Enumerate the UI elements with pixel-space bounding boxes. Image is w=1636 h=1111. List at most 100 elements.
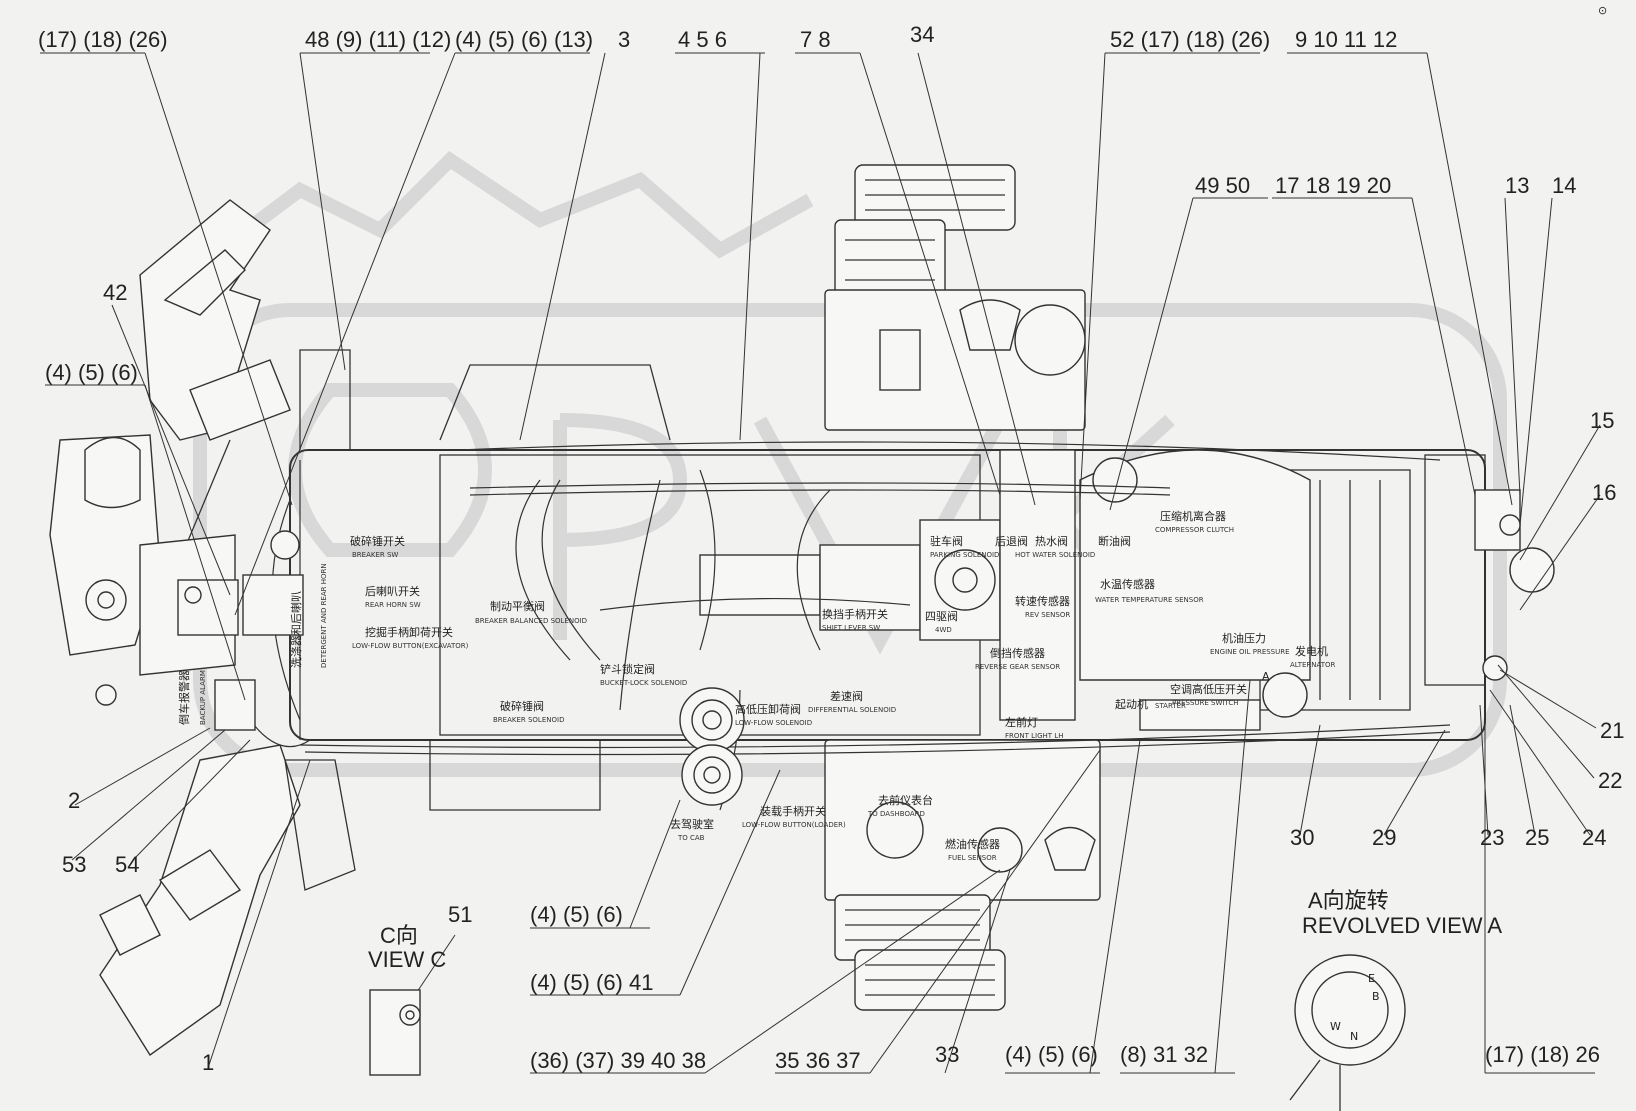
callout-bottom-8: (17) (18) 26 bbox=[1485, 1042, 1600, 1067]
view-a-cn: A向旋转 bbox=[1308, 888, 1389, 913]
label-front-light-cn: 左前灯 bbox=[1005, 715, 1038, 729]
callouts-bottom: (4) (5) (6) (4) (5) (6) 41 (36) (37) 39 … bbox=[448, 902, 1600, 1073]
label-balanced-solenoid-cn: 制动平衡阀 bbox=[490, 599, 545, 613]
label-oil-pressure-cn: 机油压力 bbox=[1222, 631, 1266, 645]
component-labels: 破碎锤开关 BREAKER SW 后喇叭开关 REAR HORN SW 挖掘手柄… bbox=[177, 509, 1336, 862]
callout-right-4: 22 bbox=[1598, 768, 1622, 793]
label-dashboard-en: TO DASHBOARD bbox=[867, 810, 925, 818]
callout-top-7: 34 bbox=[910, 22, 934, 47]
label-rev-sensor-cn: 转速传感器 bbox=[1015, 594, 1070, 608]
label-detergent-en: DETERGENT AND REAR HORN bbox=[320, 563, 328, 668]
label-compressor-en: COMPRESSOR CLUTCH bbox=[1155, 526, 1234, 534]
label-reverse-gear-en: REVERSE GEAR SENSOR bbox=[975, 663, 1060, 671]
label-breaker-sw-en: BREAKER SW bbox=[352, 551, 398, 559]
label-low-flow-excavator-cn: 挖掘手柄卸荷开关 bbox=[365, 625, 453, 639]
callout-right-2: 16 bbox=[1592, 480, 1616, 505]
label-rev-sensor-en: REV SENSOR bbox=[1025, 611, 1070, 619]
callouts-right: 15 16 21 22 24 23 25 29 30 bbox=[1290, 408, 1624, 850]
label-starter-en: STARTER bbox=[1155, 702, 1186, 710]
callout-left-4: 53 bbox=[62, 852, 86, 877]
callout-top-13: 14 bbox=[1552, 173, 1576, 198]
label-hot-water-en: HOT WATER SOLENOID bbox=[1015, 551, 1095, 559]
callout-bottom-3: (36) (37) 39 40 38 bbox=[530, 1048, 706, 1073]
label-stop-solenoid-cn: 断油阀 bbox=[1098, 534, 1131, 548]
rear-right-components bbox=[1474, 489, 1555, 681]
callout-top-5: 4 5 6 bbox=[678, 27, 727, 52]
view-a-terminal-n: N bbox=[1350, 1030, 1358, 1043]
callout-bottom-6: (4) (5) (6) bbox=[1005, 1042, 1098, 1067]
label-rear-horn-sw-en: REAR HORN SW bbox=[365, 601, 421, 609]
label-bucket-lock-cn: 铲斗锁定阀 bbox=[600, 662, 655, 676]
label-backup-alarm-cn: 倒车报警器 bbox=[177, 670, 191, 725]
callout-bottom-9: 51 bbox=[448, 902, 472, 927]
label-to-cab-en: TO CAB bbox=[677, 834, 705, 842]
view-c: C向 VIEW C bbox=[368, 923, 446, 1076]
callout-bottom-2: (4) (5) (6) 41 bbox=[530, 970, 653, 995]
callout-right-3: 21 bbox=[1600, 718, 1624, 743]
callout-top-4: 3 bbox=[618, 27, 630, 52]
callout-right-5: 24 bbox=[1582, 825, 1606, 850]
callout-top-2: 48 (9) (11) (12) bbox=[305, 27, 451, 52]
label-compressor-cn: 压缩机离合器 bbox=[1160, 509, 1226, 523]
label-breaker-solenoid-cn: 破碎锤阀 bbox=[500, 699, 544, 713]
view-a: A向旋转 REVOLVED VIEW A E B W N bbox=[1289, 888, 1502, 1111]
label-reverse-gear-cn: 倒挡传感器 bbox=[990, 646, 1045, 660]
label-hot-water-cn: 热水阀 bbox=[1035, 534, 1068, 548]
label-parking-en: PARKING SOLENOID bbox=[930, 551, 999, 559]
coil-stack bbox=[679, 687, 745, 806]
callout-top-8: 52 (17) (18) (26) bbox=[1110, 27, 1270, 52]
label-parking-cn: 驻车阀 bbox=[930, 534, 963, 548]
callout-top-12: 13 bbox=[1505, 173, 1529, 198]
callout-bottom-5: 33 bbox=[935, 1042, 959, 1067]
callout-right-9: 30 bbox=[1290, 825, 1314, 850]
label-differential-en: DIFFERENTIAL SOLENOID bbox=[808, 706, 896, 714]
label-bucket-lock-en: BUCKET-LOCK SOLENOID bbox=[600, 679, 687, 687]
callout-left-5: 54 bbox=[115, 852, 139, 877]
callout-right-7: 25 bbox=[1525, 825, 1549, 850]
rear-horn-box bbox=[242, 530, 304, 636]
callout-left-3: 2 bbox=[68, 788, 80, 813]
callouts-top: (17) (18) (26) 48 (9) (11) (12) (4) (5) … bbox=[38, 22, 1576, 198]
cab-step-top bbox=[824, 164, 1086, 431]
view-a-en: REVOLVED VIEW A bbox=[1302, 913, 1502, 938]
callout-right-1: 15 bbox=[1590, 408, 1614, 433]
callout-top-1: (17) (18) (26) bbox=[38, 27, 168, 52]
view-a-terminal-b: B bbox=[1372, 990, 1380, 1003]
callout-bottom-4: 35 36 37 bbox=[775, 1048, 861, 1073]
label-oil-pressure-en: ENGINE OIL PRESSURE bbox=[1210, 648, 1290, 656]
engine-block bbox=[1079, 449, 1311, 731]
leader-lines bbox=[40, 52, 1601, 1074]
label-differential-cn: 差速阀 bbox=[830, 689, 863, 703]
callouts-left: 42 (4) (5) (6) 2 53 54 1 bbox=[45, 280, 214, 1075]
callout-bottom-1: (4) (5) (6) bbox=[530, 902, 623, 927]
callout-top-9: 9 10 11 12 bbox=[1295, 27, 1397, 52]
callout-top-6: 7 8 bbox=[800, 27, 831, 52]
label-balanced-solenoid-en: BREAKER BALANCED SOLENOID bbox=[475, 617, 587, 625]
label-backup-alarm-en: BACKUP ALARM bbox=[199, 670, 207, 725]
label-low-flow-solenoid-en: LOW-FLOW SOLENOID bbox=[735, 719, 812, 727]
point-a-marker: A bbox=[1262, 670, 1270, 683]
label-fuel-sensor-cn: 燃油传感器 bbox=[945, 837, 1000, 851]
callout-top-11: 17 18 19 20 bbox=[1275, 173, 1391, 198]
label-detergent-cn: 洗涤器和后喇叭 bbox=[289, 591, 303, 668]
view-c-cn: C向 bbox=[380, 923, 418, 948]
callout-left-1: 42 bbox=[103, 280, 127, 305]
label-4wd-en: 4WD bbox=[935, 626, 952, 634]
label-fuel-sensor-en: FUEL SENSOR bbox=[948, 854, 997, 862]
label-front-light-en: FRONT LIGHT LH bbox=[1005, 732, 1063, 740]
view-a-terminal-e: E bbox=[1368, 972, 1375, 985]
cab-step-bottom bbox=[824, 739, 1101, 1011]
corner-mark: ⊙ bbox=[1598, 4, 1607, 17]
callout-top-10: 49 50 bbox=[1195, 173, 1250, 198]
label-dashboard-cn: 去前仪表台 bbox=[878, 793, 933, 807]
label-low-flow-loader-cn: 装载手柄开关 bbox=[760, 804, 826, 818]
label-alternator-cn: 发电机 bbox=[1295, 644, 1328, 658]
callout-left-6: 1 bbox=[202, 1050, 214, 1075]
front-loader-arm-upper bbox=[139, 199, 291, 561]
label-water-temp-en: WATER TEMPERATURE SENSOR bbox=[1095, 596, 1204, 604]
callout-left-2: (4) (5) (6) bbox=[45, 360, 138, 385]
callout-right-8: 29 bbox=[1372, 825, 1396, 850]
label-breaker-sw-cn: 破碎锤开关 bbox=[350, 534, 405, 548]
view-a-terminal-w: W bbox=[1330, 1020, 1341, 1033]
